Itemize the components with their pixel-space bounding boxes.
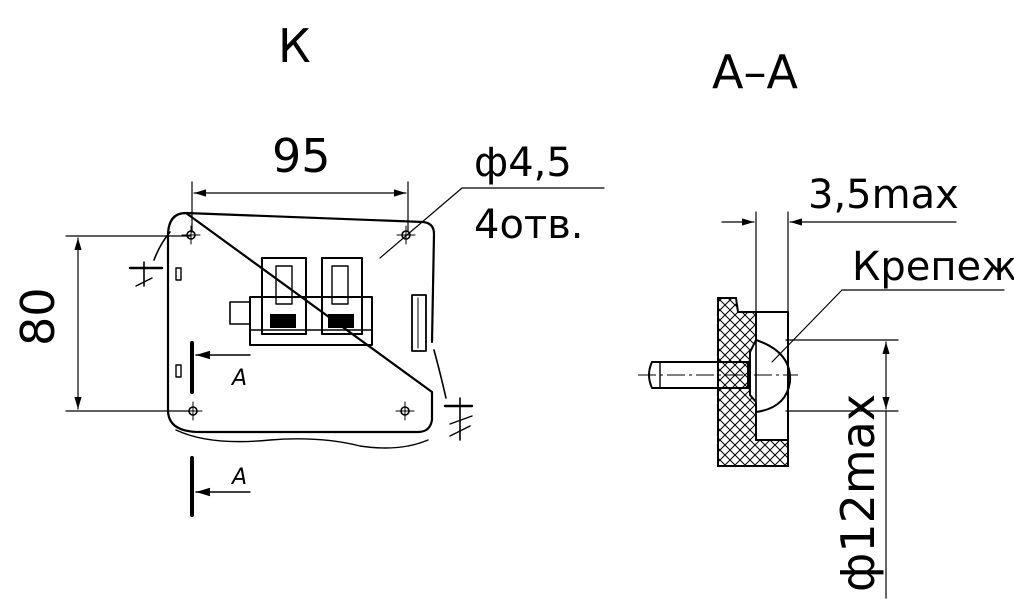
section-mark-lower: А — [190, 456, 251, 517]
section-a-a: А–А 3,5max Крепеж — [638, 45, 1014, 599]
panel-section — [717, 297, 789, 467]
thickness-value: 3,5max — [808, 172, 959, 218]
wing-screw-right — [433, 349, 474, 441]
mounting-plate — [166, 211, 436, 449]
hole-callout: ф4,5 4отв. — [379, 140, 605, 259]
fastener-callout: Крепеж — [771, 244, 1014, 363]
thickness-dimension: 3,5max — [721, 172, 959, 326]
connector-block — [229, 257, 373, 346]
height-dimension: 80 — [11, 235, 191, 412]
view-k: К 95 80 ф4,5 4отв. — [11, 19, 605, 517]
section-mark-upper: А — [190, 341, 251, 394]
width-dimension-value: 95 — [272, 129, 331, 183]
wing-screw-left — [128, 231, 171, 287]
section-label: А–А — [712, 45, 798, 99]
mounting-hole — [396, 225, 416, 245]
fastener-label: Крепеж — [852, 244, 1014, 290]
height-dimension-value: 80 — [11, 287, 65, 346]
fastener-stud — [638, 339, 798, 413]
side-component — [175, 267, 427, 378]
diameter-value: ф12max — [831, 394, 885, 592]
mounting-hole — [395, 401, 415, 421]
hole-diameter: ф4,5 — [474, 140, 572, 186]
width-dimension: 95 — [191, 129, 409, 233]
view-label: К — [278, 19, 311, 73]
mounting-hole — [183, 401, 203, 421]
hole-count: 4отв. — [474, 202, 584, 248]
diameter-dimension: ф12max — [785, 339, 899, 599]
section-letter-upper: А — [230, 366, 247, 391]
section-letter-lower: А — [230, 465, 247, 490]
mounting-hole — [181, 225, 201, 245]
